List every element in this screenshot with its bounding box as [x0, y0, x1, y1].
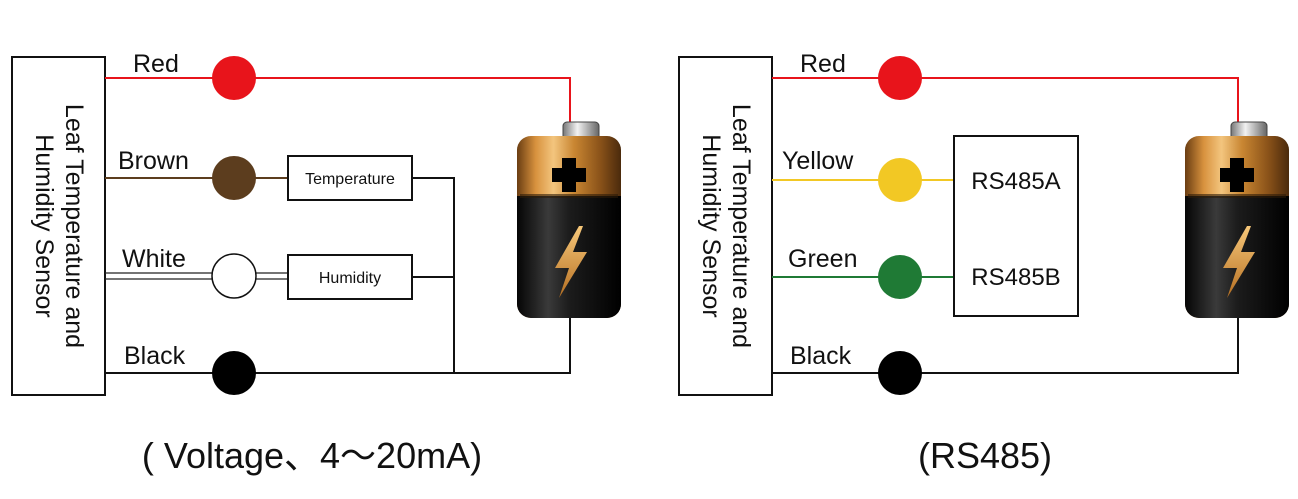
right-black-label: Black [790, 342, 852, 370]
left-sensor-box [11, 56, 106, 396]
right-diagram: Leaf Temperature and Humidity Sensor Red… [678, 50, 1290, 476]
left-white-terminal [211, 253, 257, 299]
right-red-terminal [878, 56, 922, 100]
right-yellow-terminal [878, 158, 922, 202]
left-red-wire [105, 77, 571, 126]
right-red-wire [772, 77, 1239, 126]
battery-icon [1184, 121, 1290, 319]
right-green-label: Green [788, 245, 857, 273]
rs485a-label: RS485A [971, 168, 1060, 195]
right-sensor-box [678, 56, 773, 396]
left-diagram: Leaf Temperature and Humidity Sensor Red… [11, 50, 622, 476]
left-brown-label: Brown [118, 147, 189, 175]
battery-icon [516, 121, 622, 319]
right-sensor-label-line1: Leaf Temperature and [727, 104, 755, 348]
right-black-wire [772, 318, 1239, 374]
left-caption: ( Voltage、4～20mA) [142, 435, 482, 476]
left-white-label: White [122, 245, 186, 273]
left-red-terminal [212, 56, 256, 100]
temperature-box [287, 155, 413, 201]
temperature-output-wire [412, 177, 455, 373]
right-sensor-label-line2: Humidity Sensor [697, 134, 725, 317]
left-brown-terminal [212, 156, 256, 200]
right-yellow-label: Yellow [782, 147, 854, 175]
right-black-terminal [878, 351, 922, 395]
left-sensor-label-line2: Humidity Sensor [30, 134, 58, 317]
left-sensor-label-line1: Leaf Temperature and [60, 104, 88, 348]
temperature-label: Temperature [305, 171, 395, 188]
humidity-label: Humidity [319, 270, 381, 287]
right-caption: (RS485) [918, 435, 1052, 476]
left-black-label: Black [124, 342, 186, 370]
humidity-box [287, 254, 413, 300]
right-red-label: Red [800, 50, 846, 78]
left-black-wire [105, 318, 571, 374]
rs485-box [953, 135, 1079, 317]
left-red-label: Red [133, 50, 179, 78]
rs485b-label: RS485B [971, 264, 1060, 291]
right-green-terminal [878, 255, 922, 299]
left-black-terminal [212, 351, 256, 395]
